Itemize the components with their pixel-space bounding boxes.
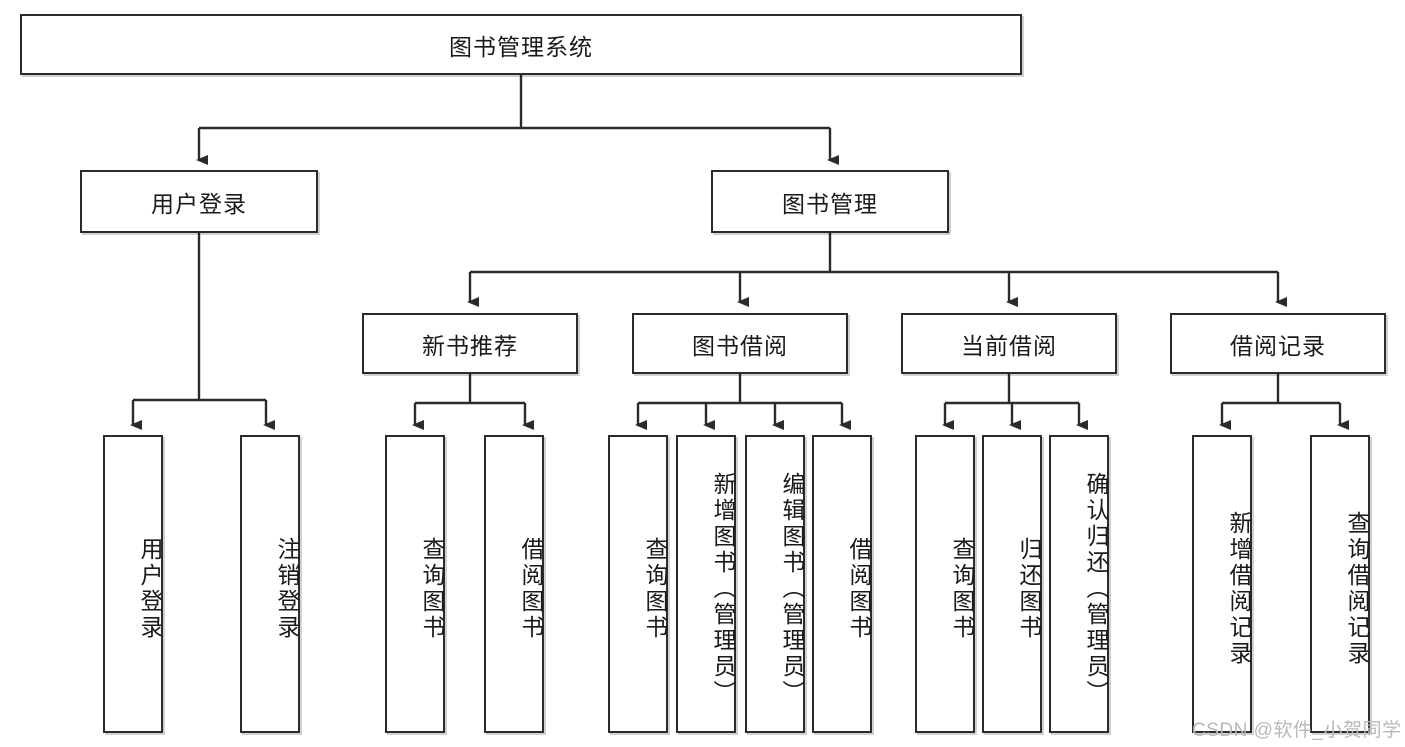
node-user-login[interactable]: 用户登录 <box>80 170 318 233</box>
node-leaf-add-record[interactable]: 新增借阅记录 <box>1192 435 1252 733</box>
node-leaf-add-record-label: 新增借阅记录 <box>1226 511 1252 667</box>
node-leaf-query-book-1[interactable]: 查询图书 <box>385 435 445 733</box>
node-leaf-edit-book-label: 编辑图书（管理员） <box>779 472 805 706</box>
node-leaf-query-book-3-label: 查询图书 <box>949 537 975 641</box>
node-new-book-rec[interactable]: 新书推荐 <box>362 313 578 374</box>
node-leaf-return-book[interactable]: 归还图书 <box>982 435 1042 733</box>
node-borrow-record-label: 借阅记录 <box>1230 332 1326 359</box>
node-root[interactable]: 图书管理系统 <box>20 14 1022 75</box>
node-new-book-rec-label: 新书推荐 <box>422 332 518 359</box>
node-leaf-query-record-label: 查询借阅记录 <box>1344 511 1370 667</box>
node-leaf-confirm-return-label: 确认归还（管理员） <box>1083 472 1109 706</box>
node-leaf-user-login-label: 用户登录 <box>137 537 163 641</box>
node-leaf-add-book-label: 新增图书（管理员） <box>710 472 736 706</box>
node-leaf-query-book-2[interactable]: 查询图书 <box>608 435 668 733</box>
node-leaf-query-book-3[interactable]: 查询图书 <box>915 435 975 733</box>
node-leaf-confirm-return[interactable]: 确认归还（管理员） <box>1049 435 1109 733</box>
node-leaf-borrow-book-1-label: 借阅图书 <box>518 537 544 641</box>
node-book-manage-label: 图书管理 <box>782 190 878 217</box>
node-leaf-logout-label: 注销登录 <box>274 537 300 641</box>
node-leaf-edit-book[interactable]: 编辑图书（管理员） <box>745 435 805 733</box>
node-book-borrow-label: 图书借阅 <box>692 332 788 359</box>
node-leaf-logout[interactable]: 注销登录 <box>240 435 300 733</box>
node-book-borrow[interactable]: 图书借阅 <box>632 313 848 374</box>
watermark-text: CSDN @软件_小贺同学 <box>1192 720 1402 741</box>
node-book-manage[interactable]: 图书管理 <box>711 170 949 233</box>
node-current-borrow[interactable]: 当前借阅 <box>901 313 1117 374</box>
node-leaf-query-record[interactable]: 查询借阅记录 <box>1310 435 1370 733</box>
node-leaf-borrow-book-1[interactable]: 借阅图书 <box>484 435 544 733</box>
node-user-login-label: 用户登录 <box>151 190 247 217</box>
node-leaf-add-book[interactable]: 新增图书（管理员） <box>676 435 736 733</box>
node-root-label: 图书管理系统 <box>449 33 593 60</box>
node-leaf-borrow-book-2[interactable]: 借阅图书 <box>812 435 872 733</box>
node-leaf-user-login[interactable]: 用户登录 <box>103 435 163 733</box>
node-leaf-return-book-label: 归还图书 <box>1016 537 1042 641</box>
node-borrow-record[interactable]: 借阅记录 <box>1170 313 1386 374</box>
node-current-borrow-label: 当前借阅 <box>961 332 1057 359</box>
node-leaf-query-book-2-label: 查询图书 <box>642 537 668 641</box>
node-leaf-query-book-1-label: 查询图书 <box>419 537 445 641</box>
node-leaf-borrow-book-2-label: 借阅图书 <box>846 537 872 641</box>
